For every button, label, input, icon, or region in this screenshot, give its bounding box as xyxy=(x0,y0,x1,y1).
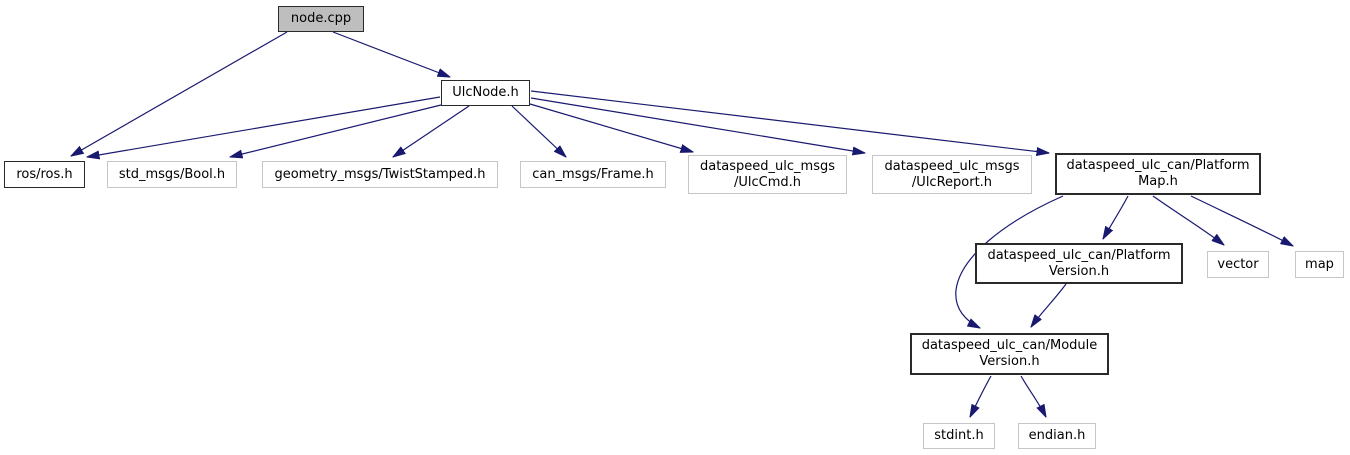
edge-ulcnode-to-ulcreport xyxy=(530,97,865,153)
edge-moduleversion-to-endian xyxy=(1020,375,1046,417)
graph-node-ulcreport-h: dataspeed_ulc_msgs /UlcReport.h xyxy=(872,155,1032,194)
graph-node-ulcnode-h[interactable]: UlcNode.h xyxy=(441,80,530,106)
graph-node-moduleversion-h[interactable]: dataspeed_ulc_can/Module Version.h xyxy=(910,333,1109,375)
graph-node-platformmap-h[interactable]: dataspeed_ulc_can/Platform Map.h xyxy=(1055,153,1261,195)
graph-node-endian-h: endian.h xyxy=(1018,423,1096,449)
edge-ulcnode-to-geometry-msgs xyxy=(393,105,470,157)
graph-node-ros-ros-h[interactable]: ros/ros.h xyxy=(4,161,85,188)
edge-platformmap-to-moduleversion xyxy=(955,195,1064,328)
graph-node-node-cpp: node.cpp xyxy=(278,6,364,32)
edge-platformmap-to-platformversion xyxy=(1103,195,1129,239)
edge-ulcnode-to-can-msgs xyxy=(511,105,566,157)
graph-node-vector: vector xyxy=(1207,251,1269,278)
graph-node-can-msgs-frame-h: can_msgs/Frame.h xyxy=(520,161,666,188)
edge-ulcnode-to-platformmap xyxy=(530,90,1049,153)
edge-platformmap-to-vector xyxy=(1152,195,1224,245)
edge-node-cpp-to-ulcnode xyxy=(332,31,450,77)
graph-node-stdint-h: stdint.h xyxy=(923,423,995,449)
edge-ulcnode-to-ros xyxy=(87,96,441,157)
graph-node-map: map xyxy=(1295,251,1344,278)
edge-platformversion-to-moduleversion xyxy=(1031,283,1067,327)
edge-ulcnode-to-ulccmd xyxy=(529,103,693,152)
graph-node-geometry-msgs-twiststamped-h: geometry_msgs/TwistStamped.h xyxy=(262,161,498,188)
edge-node-cpp-to-ros xyxy=(71,31,288,156)
edge-ulcnode-to-std-msgs-bool xyxy=(230,104,442,157)
graph-node-ulccmd-h: dataspeed_ulc_msgs /UlcCmd.h xyxy=(688,155,847,194)
edge-platformmap-to-map xyxy=(1190,195,1293,246)
edge-moduleversion-to-stdint xyxy=(970,375,992,417)
graph-node-std-msgs-bool-h: std_msgs/Bool.h xyxy=(107,161,237,188)
graph-node-platformversion-h[interactable]: dataspeed_ulc_can/Platform Version.h xyxy=(975,243,1183,284)
